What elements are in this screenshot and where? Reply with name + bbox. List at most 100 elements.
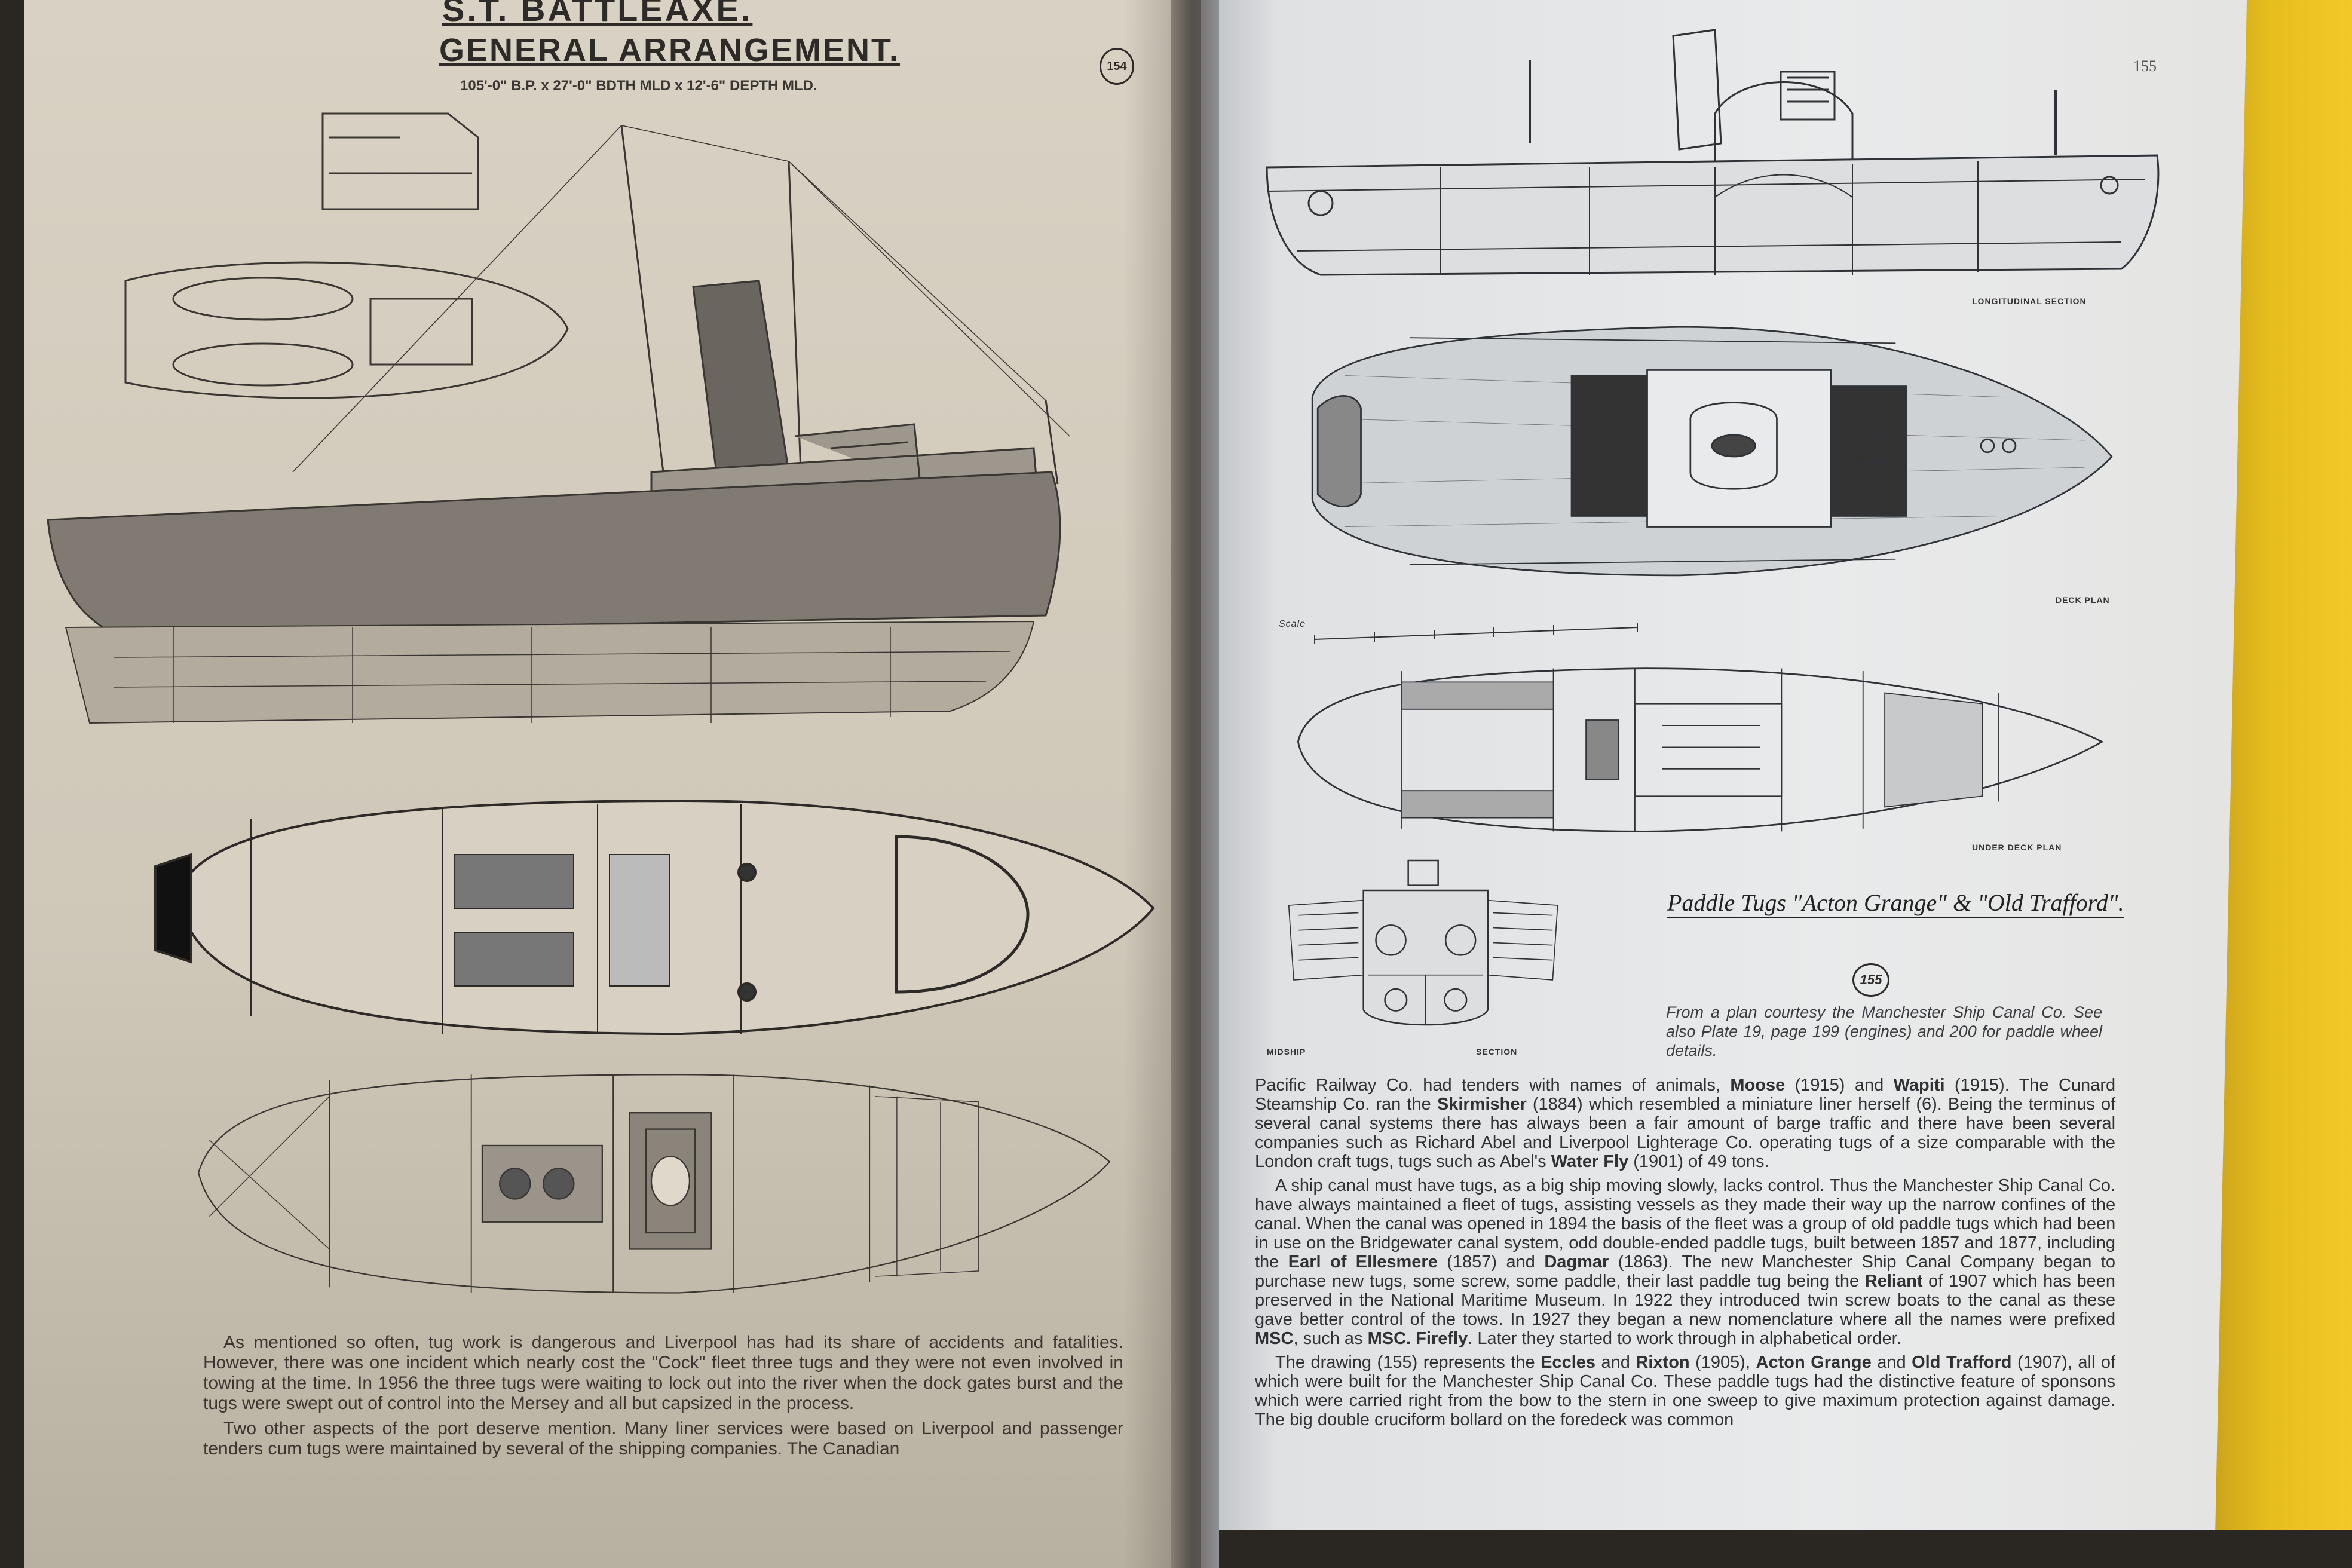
text-run: and (1595, 1353, 1636, 1372)
word: into (737, 1373, 767, 1393)
word: Reliant (1864, 1272, 1923, 1291)
word: were (345, 1439, 385, 1459)
word: The (786, 1439, 818, 1459)
word: been (2077, 1272, 2116, 1291)
word: of (1928, 1272, 1943, 1291)
word: The (1255, 1410, 1285, 1429)
right-body-text: Pacific Railway Co. had tenders with nam… (1255, 1076, 2115, 1434)
word: tows. (1462, 1310, 1503, 1329)
mast (620, 125, 1059, 485)
vessel-name: Water Fly (1551, 1152, 1628, 1171)
text-run: Two other aspects of the port deserve me… (203, 1419, 1123, 1459)
word: paddle (1699, 1272, 1751, 1291)
word: of (2071, 1195, 2086, 1214)
word: maximum (1822, 1391, 1898, 1410)
hull-profile (47, 471, 1061, 635)
porthole (1307, 190, 1334, 216)
word: out (338, 1394, 363, 1413)
word: the (756, 1394, 782, 1413)
under-deck-plan-drawing (1297, 667, 2104, 832)
word: the (1098, 1373, 1123, 1393)
word: drawing (1310, 1353, 1372, 1372)
word: names (1950, 1310, 2002, 1329)
word: towing (203, 1373, 255, 1393)
word: and (1877, 1353, 1906, 1372)
word: burst (1016, 1373, 1057, 1393)
longitudinal-section-label: LONGITUDINAL SECTION (1972, 296, 2087, 306)
word: MSC. (1367, 1329, 1411, 1348)
hull-outline (1297, 667, 2104, 832)
word: waiting (586, 1373, 642, 1393)
word: always (1526, 1114, 1580, 1133)
word: of (368, 1394, 383, 1413)
word: were (1305, 1372, 1343, 1391)
word: tugs (203, 1394, 237, 1413)
wheel-chamber (1714, 174, 1853, 198)
word: some (1515, 1272, 1558, 1291)
vessel-name: Rixton (1636, 1353, 1689, 1372)
word: to (1557, 1391, 1572, 1410)
scale-bar (1314, 623, 1638, 644)
word: Firefly (1416, 1329, 1468, 1348)
vessel-name: Acton Grange (1756, 1353, 1872, 1372)
word: of (2100, 1353, 2116, 1372)
word: with (2053, 1133, 2084, 1152)
word: port (437, 1419, 468, 1438)
word: paddle (1713, 1233, 1766, 1252)
word: was (1431, 1214, 1463, 1233)
word: the (480, 1394, 506, 1413)
word: have (1966, 1114, 2004, 1133)
boilers (454, 854, 574, 987)
word: assisting (1564, 1195, 1632, 1214)
word: of (382, 1419, 397, 1438)
word: moving (1606, 1176, 1662, 1195)
paragraph: Two other aspects of the port deserve me… (203, 1419, 1123, 1459)
word: screw, (1461, 1272, 1511, 1291)
stern-fender (154, 853, 192, 964)
midship-label: MIDSHIP (1267, 1047, 1306, 1056)
word: tenders (1461, 1076, 1520, 1095)
word: of (2100, 1095, 2116, 1114)
word: (1907), (2017, 1353, 2072, 1372)
word: liner (1819, 1095, 1852, 1114)
boiler-room (1634, 703, 1783, 797)
word: boats (1897, 1291, 1940, 1310)
word: system, (1503, 1233, 1564, 1252)
word: prefixed (2054, 1310, 2116, 1329)
word: When (1306, 1214, 1352, 1233)
lifeboat (172, 342, 354, 387)
text-run: As mentioned so often, tug work is dange… (203, 1333, 1123, 1413)
battleaxe-profile-drawing (47, 112, 1070, 724)
word: twin (1807, 1291, 1839, 1310)
word: they (1577, 1310, 1610, 1329)
word: companies (1255, 1133, 1339, 1152)
word: Liverpool (664, 1333, 737, 1352)
word: a (1788, 1214, 1798, 1233)
word: Ship (1539, 1372, 1574, 1391)
word: passenger (1039, 1419, 1123, 1438)
word: had (784, 1333, 814, 1352)
scale-label: Scale (1279, 619, 1306, 629)
word: damage. (2048, 1391, 2116, 1410)
word: 1927 (1532, 1310, 1570, 1329)
word: last (1666, 1272, 1693, 1291)
text-run: (1915). The Cunard Steamship Co. ran the (1255, 1076, 2115, 1114)
word: as (2047, 1291, 2066, 1310)
word: 1956 (378, 1373, 418, 1393)
word: of (904, 1333, 920, 1352)
word: resembled (1639, 1095, 1720, 1114)
word: London (1255, 1152, 1313, 1171)
word: which (1993, 1272, 2038, 1291)
word: which (1255, 1391, 1300, 1410)
word: time. (313, 1373, 352, 1393)
battleaxe-deck-plan-drawing (154, 799, 1155, 1036)
word: new (1720, 1252, 1753, 1272)
word: Many (624, 1419, 668, 1438)
word: as (1389, 1133, 1408, 1152)
vessel-name: MSC. Firefly (1368, 1329, 1468, 1348)
word: Moose (1730, 1076, 1786, 1095)
word: new (1689, 1310, 1722, 1329)
word: of (1753, 1114, 1768, 1133)
word: way (1851, 1195, 1882, 1214)
word: ran (1376, 1095, 1401, 1114)
